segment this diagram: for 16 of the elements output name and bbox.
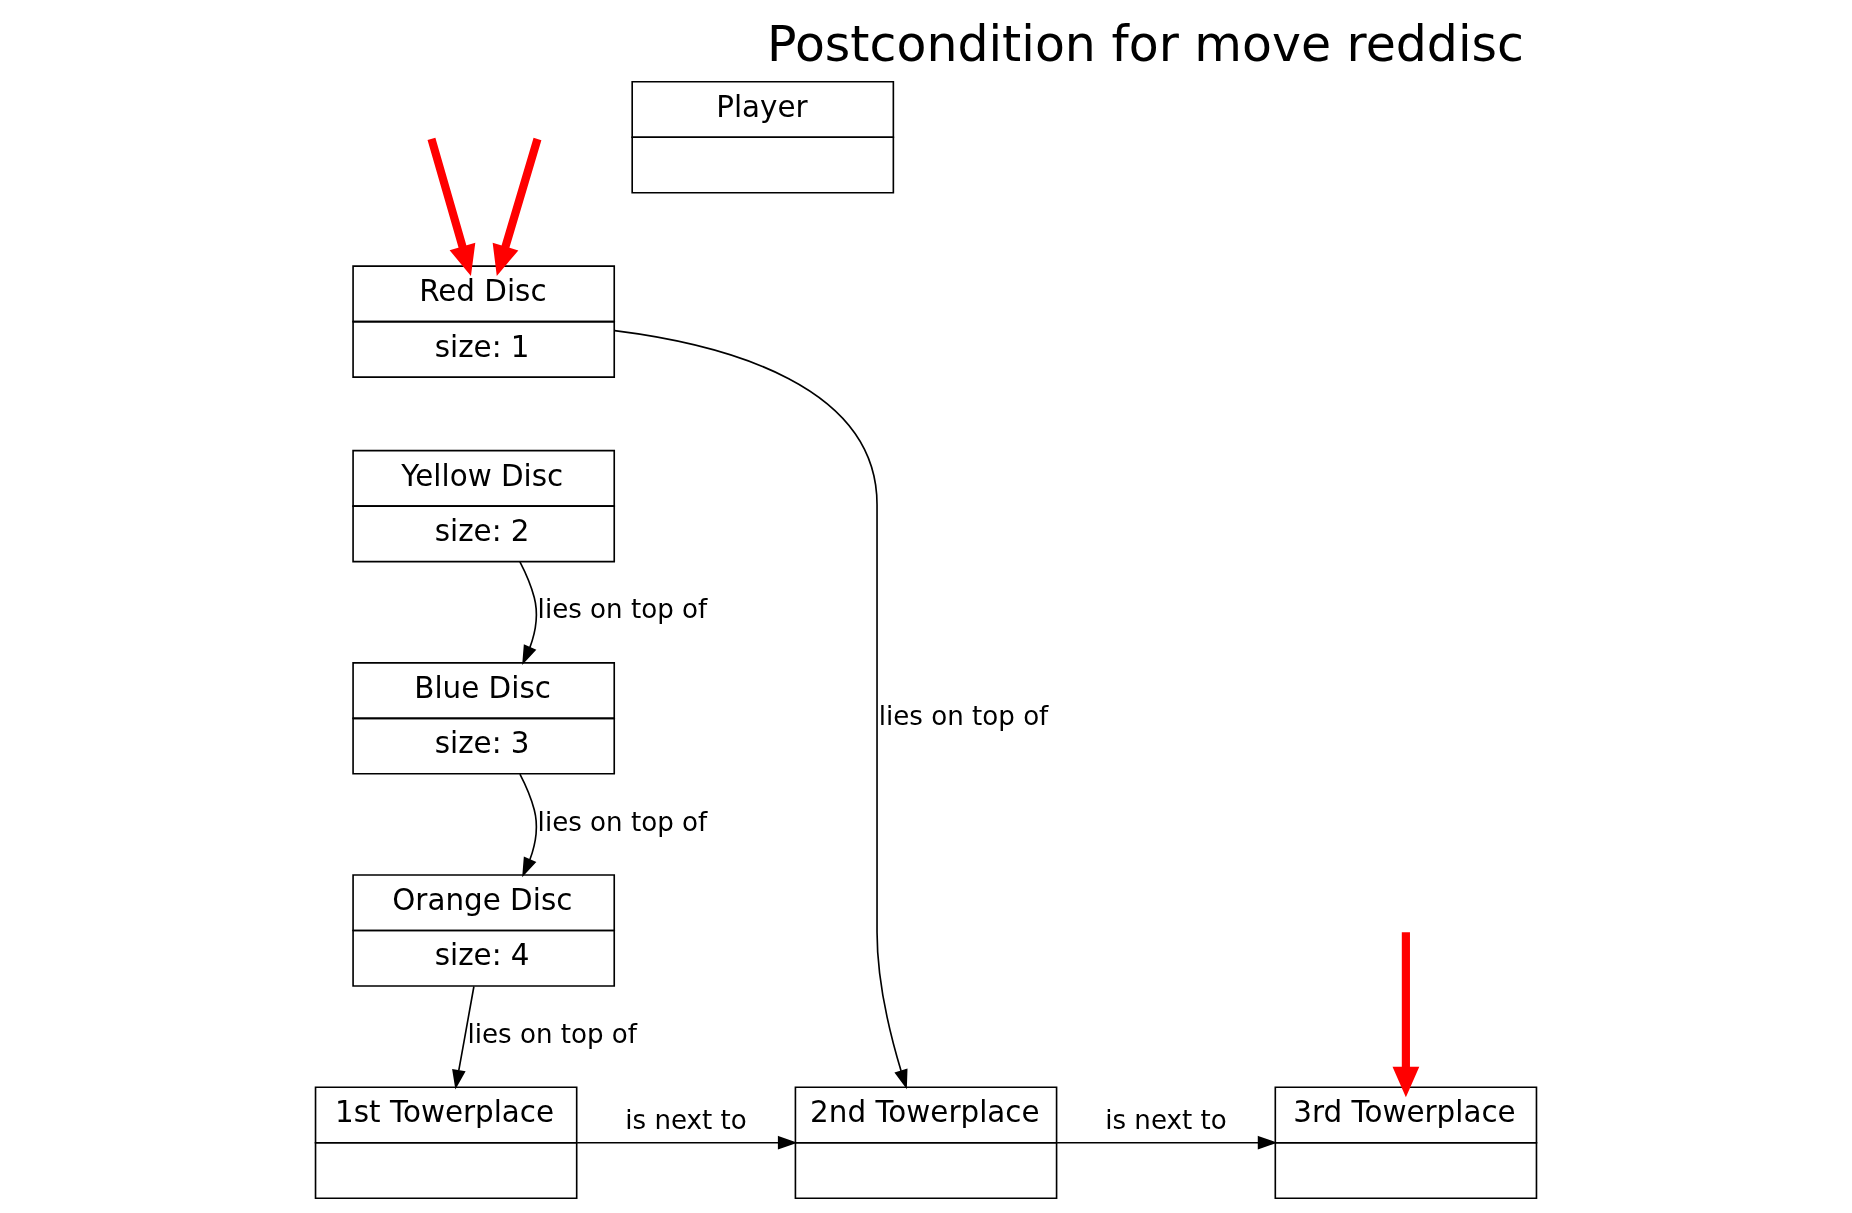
arrow xyxy=(492,137,542,276)
edge-label: lies on top of xyxy=(878,700,1049,731)
diagram-title: Postcondition for move reddisc xyxy=(767,15,1524,73)
edge-label: lies on top of xyxy=(537,806,708,837)
edge-label: is next to xyxy=(625,1105,747,1136)
edge-label: is next to xyxy=(1105,1105,1227,1136)
arrow xyxy=(576,1135,798,1150)
edge-label: lies on top of xyxy=(537,594,708,625)
arrow xyxy=(613,329,908,1090)
arrow xyxy=(452,985,475,1090)
arrow xyxy=(1392,932,1420,1098)
arrow xyxy=(519,561,538,665)
arrow xyxy=(427,137,476,276)
arrow xyxy=(519,773,538,878)
edge-label: lies on top of xyxy=(467,1018,637,1049)
arrow xyxy=(1056,1135,1278,1150)
